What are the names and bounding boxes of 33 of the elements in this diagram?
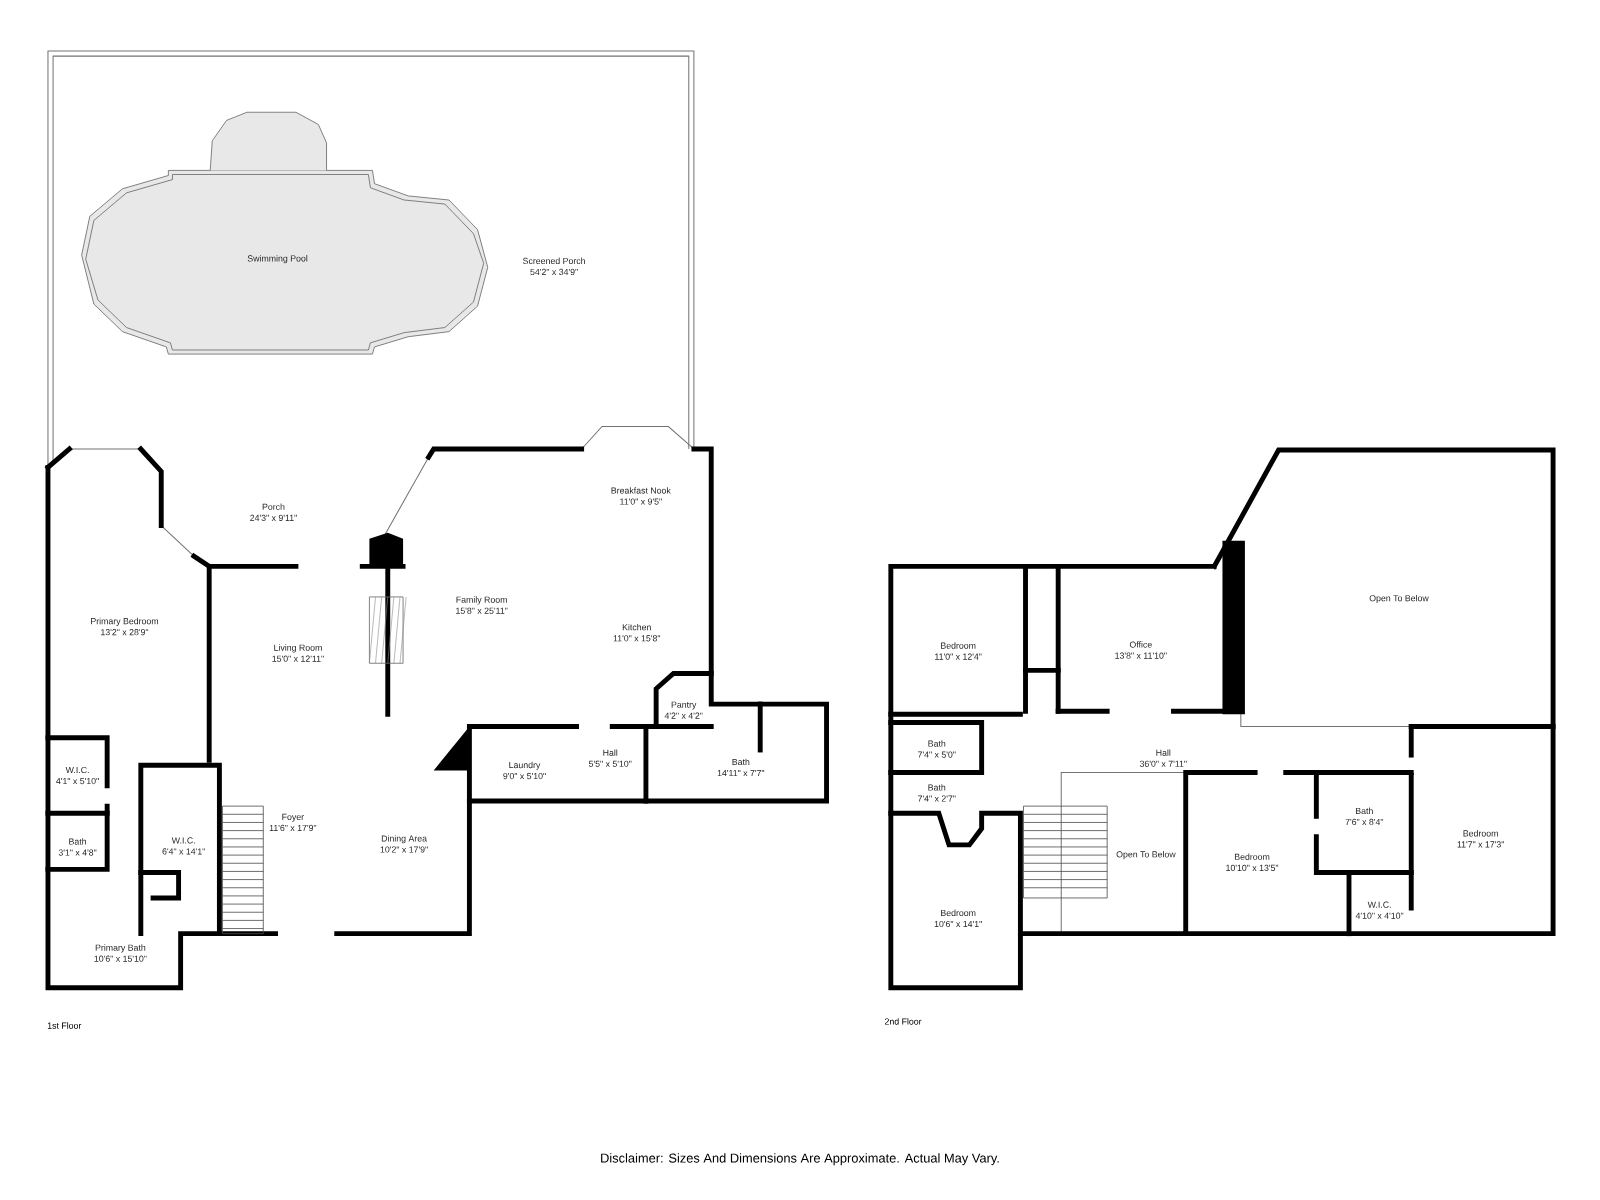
room-label: Open To Below <box>1369 594 1429 604</box>
room-label: Open To Below <box>1116 851 1176 860</box>
room-label: W.I.C. 4'10" x 4'10" <box>1355 901 1404 919</box>
room-label: Bedroom 11'7" x 17'3" <box>1457 830 1504 848</box>
room-label: Bedroom 11'0" x 12'4" <box>935 642 982 660</box>
room-label: Bath 14'11" x 7'7" <box>717 758 765 777</box>
room-label: Pantry 4'2" x 4'2" <box>664 701 703 719</box>
room-label: Foyer 11'6" x 17'9" <box>269 813 317 832</box>
room-label: Laundry 9'0" x 5'10" <box>503 761 546 780</box>
room-label: Family Room 15'8" x 25'11" <box>456 596 508 614</box>
room-label: Screened Porch 54'2" x 34'9" <box>523 257 585 276</box>
floor-label: 2nd Floor <box>885 1018 922 1025</box>
room-label: Kitchen 11'0" x 15'8" <box>613 623 661 642</box>
room-label: Office 13'8" x 11'10" <box>1115 641 1167 659</box>
room-label: Bedroom 10'6" x 14'1" <box>934 909 982 928</box>
floor-label: 1st Floor <box>47 1022 82 1029</box>
room-label: Porch 24'3" x 9'11" <box>250 503 297 521</box>
room-label: Bath 7'4" x 2'7" <box>918 784 956 802</box>
room-label: Swimming Pool <box>247 255 308 264</box>
room-label: Dining Area 10'2" x 17'9" <box>380 835 428 853</box>
disclaimer-text: Disclaimer: Sizes And Dimensions Are Approximate. Actual May Vary. <box>601 1153 999 1166</box>
room-label: Hall 36'0" x 7'11" <box>1139 749 1187 767</box>
room-label: W.I.C. 4'1" x 5'10" <box>56 766 99 785</box>
room-label: Breakfast Nook 11'0" x 9'5" <box>611 487 671 505</box>
room-label: Primary Bath 10'6" x 15'10" <box>94 944 147 962</box>
room-label: Hall 5'5" x 5'10" <box>588 749 632 767</box>
room-label: Primary Bedroom 13'2" x 28'9" <box>91 617 159 636</box>
room-label: Bath 7'4" x 5'0" <box>918 740 956 758</box>
room-label: W.I.C. 6'4" x 14'1" <box>162 837 205 855</box>
room-label: Bedroom 10'10" x 13'5" <box>1226 853 1279 871</box>
room-label: Bath 3'1" x 4'8" <box>58 838 97 856</box>
room-label: Bath 7'6" x 8'4" <box>1345 807 1384 826</box>
room-label: Living Room 15'0" x 12'11" <box>272 644 324 662</box>
